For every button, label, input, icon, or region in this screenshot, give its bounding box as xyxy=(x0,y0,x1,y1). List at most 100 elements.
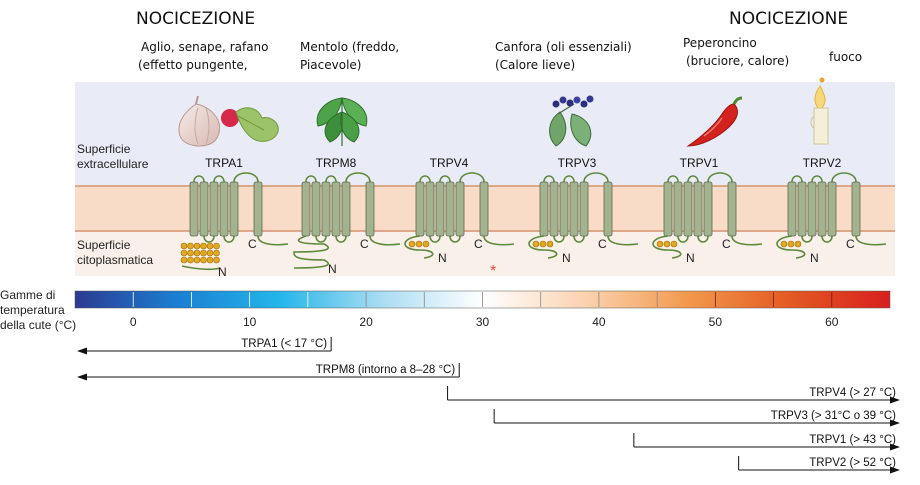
ankyrin-repeat-dot xyxy=(206,249,214,257)
svg-text:Aglio, senape, rafano: Aglio, senape, rafano xyxy=(141,40,269,54)
extracellular-label: Superficie extracellulare xyxy=(77,142,149,171)
range-label: TRPV4 (> 27 °C) xyxy=(809,387,896,399)
transmembrane-helix xyxy=(365,181,375,237)
transmembrane-helix xyxy=(229,181,239,237)
intracellular-loop xyxy=(203,235,215,243)
c-terminus-label: C xyxy=(360,237,369,251)
temperature-tick-label: 30 xyxy=(476,315,490,329)
intracellular-loop xyxy=(697,235,709,243)
stimulus-menthol: Mentolo (freddo, Piacevole) xyxy=(300,40,399,72)
n-terminus-label: N xyxy=(810,251,819,265)
svg-text:Superficie: Superficie xyxy=(77,238,131,252)
transmembrane-helix xyxy=(435,181,445,237)
range-trpv1: TRPV1 (> 43 °C) xyxy=(633,433,900,451)
ankyrin-repeat-dot xyxy=(663,240,671,248)
ankyrin-repeat-dot xyxy=(193,256,201,264)
range-label: TRPV1 (> 43 °C) xyxy=(809,434,896,446)
ankyrin-repeat-dot xyxy=(656,240,664,248)
stimulus-garlic: Aglio, senape, rafano (effetto pungente, xyxy=(138,40,269,72)
c-terminal-tail xyxy=(483,235,515,246)
range-trpv3: TRPV3 (> 31°C o 39 °C) xyxy=(493,409,900,427)
extracellular-loop xyxy=(193,175,205,183)
n-terminal-tail xyxy=(776,235,806,259)
c-terminal-tail xyxy=(855,235,887,246)
svg-text:temperatura: temperatura xyxy=(0,303,65,317)
transmembrane-helix xyxy=(321,181,331,237)
camphor-plant-icon xyxy=(549,95,594,147)
transmembrane-helix xyxy=(683,181,693,237)
ankyrin-repeat-dot xyxy=(408,240,416,248)
n-terminal-coil xyxy=(293,235,329,269)
intracellular-loop xyxy=(223,235,235,243)
svg-text:(bruciore, calore): (bruciore, calore) xyxy=(686,54,789,68)
extracellular-loop xyxy=(667,175,679,183)
transmembrane-helix xyxy=(549,181,559,237)
extracellular-loop xyxy=(213,175,225,183)
transmembrane-helix xyxy=(727,181,737,237)
ankyrin-repeat-dot xyxy=(200,256,207,264)
intracellular-loop xyxy=(315,235,327,243)
stimulus-chili: Peperoncino (bruciore, calore) xyxy=(683,36,789,68)
ankyrin-repeat-dot xyxy=(193,249,201,257)
transmembrane-helix xyxy=(199,181,209,237)
transmembrane-helix xyxy=(311,181,321,237)
temperature-tick-label: 10 xyxy=(243,315,257,329)
svg-text:extracellulare: extracellulare xyxy=(77,157,149,171)
transmembrane-helix xyxy=(425,181,435,237)
ankyrin-repeat-dot xyxy=(200,249,207,257)
c-terminal-tail xyxy=(257,235,289,246)
transmembrane-helix xyxy=(579,181,589,237)
range-arrowhead xyxy=(890,396,900,404)
extracellular-loop xyxy=(831,172,857,183)
ankyrin-repeat-dot xyxy=(670,240,678,248)
c-terminus-label: C xyxy=(474,237,483,251)
n-terminus-label: N xyxy=(218,265,227,279)
c-terminus-label: C xyxy=(598,237,607,251)
channel-name: TRPV1 xyxy=(680,156,719,170)
ankyrin-repeat-dot xyxy=(794,240,802,248)
chili-pepper-icon xyxy=(686,96,743,147)
transmembrane-helix xyxy=(455,181,465,237)
transmembrane-helix xyxy=(817,181,827,237)
n-terminal-tail xyxy=(404,235,434,259)
transmembrane-helix xyxy=(415,181,425,237)
temperature-scale-label: Gamme di temperatura della cute (°C) xyxy=(0,288,76,332)
ankyrin-repeat-dot xyxy=(187,256,194,264)
ankyrin-repeat-dot xyxy=(213,242,220,250)
temperature-tick-label: 50 xyxy=(709,315,723,329)
temperature-tick-marks xyxy=(132,292,833,307)
transmembrane-helix xyxy=(693,181,703,237)
transmembrane-helix xyxy=(479,181,489,237)
svg-text:della cute (°C): della cute (°C) xyxy=(0,318,76,332)
svg-text:Piacevole): Piacevole) xyxy=(300,58,361,72)
n-terminus-label: N xyxy=(686,251,695,265)
intracellular-loop xyxy=(821,235,833,243)
transmembrane-helix xyxy=(673,181,683,237)
range-label: TRPM8 (intorno a 8–28 °C) xyxy=(316,364,456,376)
extracellular-loop xyxy=(687,175,699,183)
transmembrane-helix xyxy=(559,181,569,237)
n-terminus-label: N xyxy=(438,251,447,265)
intracellular-loop xyxy=(449,235,461,243)
c-terminus-label: C xyxy=(248,237,257,251)
range-arrowhead xyxy=(890,466,900,474)
ankyrin-repeat-dot xyxy=(546,240,554,248)
cytoplasmic-label: Superficie citoplasmatica xyxy=(77,238,153,267)
intracellular-loop xyxy=(553,235,565,243)
extracellular-loop xyxy=(233,172,259,183)
ankyrin-repeat-dot xyxy=(539,240,547,248)
extracellular-loop xyxy=(419,175,431,183)
extracellular-loop xyxy=(325,175,337,183)
transmembrane-helix xyxy=(445,181,455,237)
channel-name: TRPV3 xyxy=(558,156,597,170)
range-trpv2: TRPV2 (> 52 °C) xyxy=(738,456,900,474)
extracellular-loop xyxy=(707,172,733,183)
svg-text:Mentolo (freddo,: Mentolo (freddo, xyxy=(300,40,399,54)
extracellular-loop xyxy=(811,175,823,183)
c-terminal-tail xyxy=(607,235,639,246)
temperature-tick-label: 0 xyxy=(130,315,137,329)
